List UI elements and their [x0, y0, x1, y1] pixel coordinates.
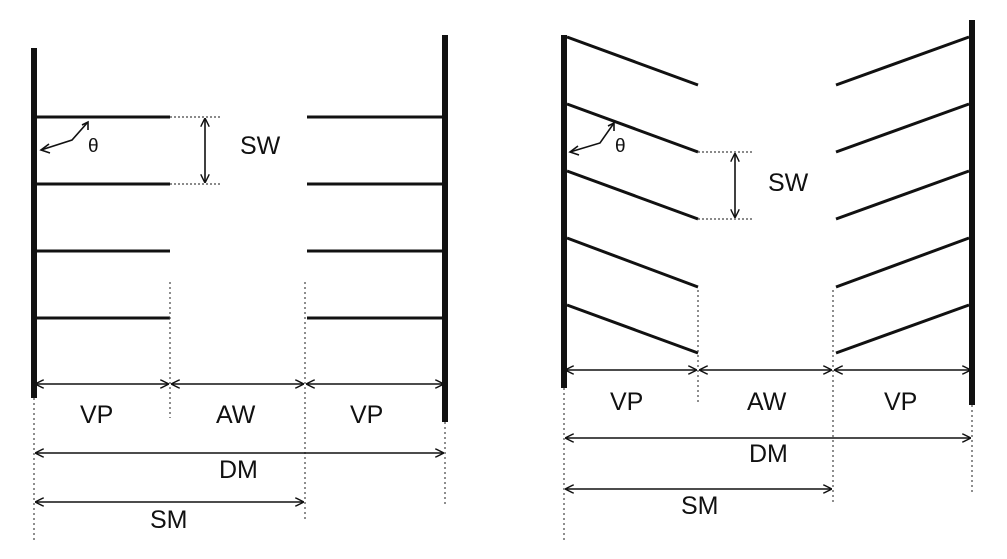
sm-label: SM: [681, 492, 719, 520]
right-vanes: [835, 35, 970, 355]
dm-dimension: DM: [566, 438, 970, 468]
dm-label: DM: [219, 456, 258, 484]
right-vanes: [307, 115, 442, 320]
theta-marker: θ: [568, 121, 626, 157]
left-diagram: SW θ VP AW VP DM: [31, 35, 448, 540]
vane: [566, 102, 699, 154]
sw-label: SW: [768, 169, 809, 197]
vp-left-label: VP: [80, 401, 113, 429]
sm-label: SM: [150, 506, 188, 534]
guides: [563, 290, 973, 540]
left-vanes: [566, 35, 699, 355]
width-dimensions: VP AW VP: [566, 370, 970, 416]
sw-label: SW: [240, 132, 281, 160]
guides: [33, 282, 446, 540]
dm-dimension: DM: [36, 453, 443, 484]
vane: [566, 236, 699, 289]
left-vanes: [37, 115, 170, 320]
theta-marker: θ: [39, 120, 99, 157]
vane: [835, 35, 970, 87]
aw-label: AW: [216, 401, 256, 429]
right-diagram: SW θ VP AW VP DM: [561, 20, 975, 540]
dm-label: DM: [749, 440, 788, 468]
theta-label: θ: [615, 136, 626, 157]
sw-dimension: SW: [170, 116, 281, 185]
sm-dimension: SM: [566, 489, 831, 520]
vane: [566, 35, 699, 87]
vane: [566, 169, 699, 221]
vane: [835, 169, 970, 221]
vane: [566, 303, 699, 355]
theta-label: θ: [88, 136, 99, 157]
vp-right-label: VP: [350, 401, 383, 429]
vp-right-label: VP: [884, 388, 917, 416]
sw-dimension: SW: [698, 151, 809, 220]
vane: [835, 102, 970, 154]
sm-dimension: SM: [36, 502, 303, 534]
vane: [835, 303, 970, 355]
vane: [835, 236, 970, 289]
aw-label: AW: [747, 388, 787, 416]
vp-left-label: VP: [610, 388, 643, 416]
width-dimensions: VP AW VP: [36, 384, 443, 429]
